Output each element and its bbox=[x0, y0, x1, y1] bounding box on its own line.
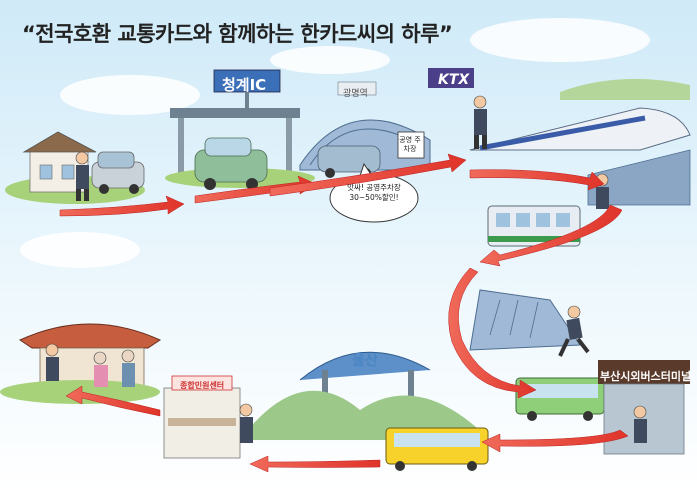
gwangmyeong-station-sign: 광명역 bbox=[343, 89, 368, 99]
car-icon bbox=[91, 151, 145, 194]
ulsan-gate-sign: 울산 bbox=[352, 353, 378, 369]
running-man-icon bbox=[558, 305, 590, 357]
service-center-icon bbox=[163, 375, 241, 459]
highway-ic-sign: 청계IC bbox=[222, 76, 267, 94]
businessman-icon bbox=[633, 405, 647, 443]
subway-train-icon bbox=[487, 205, 581, 247]
ktx-train-icon bbox=[428, 68, 691, 151]
green-car-icon bbox=[194, 137, 268, 190]
service-center-sign: 종합민원센터 bbox=[180, 381, 225, 390]
businessman-icon bbox=[473, 95, 487, 149]
yellow-bus-icon bbox=[385, 427, 489, 471]
speech-bubble bbox=[329, 162, 419, 223]
family-greeting-icon bbox=[45, 343, 135, 387]
page-title: “전국호환 교통카드와 함께하는 한카드씨의 하루” bbox=[22, 22, 453, 46]
right-station-icon bbox=[587, 149, 691, 206]
businessman-icon bbox=[239, 403, 253, 443]
parking-sign: 공영 주차장 bbox=[399, 136, 421, 153]
businessman-icon bbox=[75, 151, 89, 201]
speech-bubble-text: 앗싸! 공영주차장 30~50%할인! bbox=[347, 183, 401, 202]
busan-terminal-sign: 부산시외버스터미널 bbox=[600, 370, 692, 383]
ktx-logo: KTX bbox=[438, 72, 470, 88]
green-bus-icon bbox=[515, 377, 605, 421]
busan-station-icon bbox=[469, 289, 581, 351]
route-arrows bbox=[59, 153, 629, 473]
